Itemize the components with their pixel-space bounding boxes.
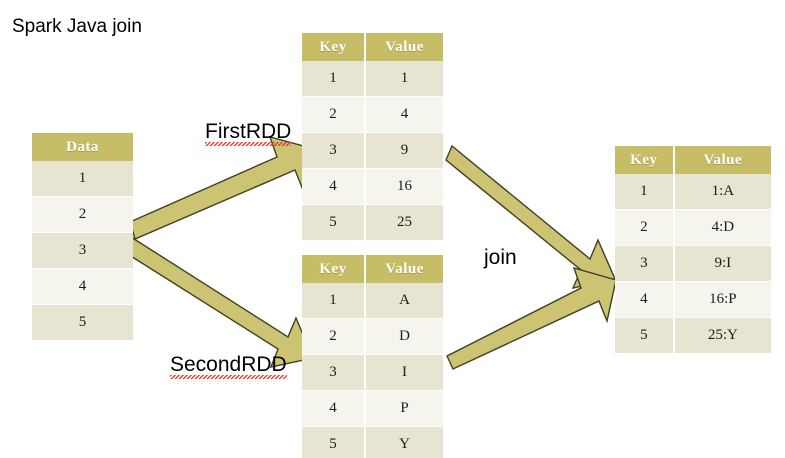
table-row: 2 4:D — [615, 210, 771, 246]
cell-value: 9 — [366, 133, 443, 169]
table-row: 5 — [32, 305, 133, 341]
table-row: 3 9:I — [615, 246, 771, 282]
table-row: 2 — [32, 197, 133, 233]
cell-value: 16 — [366, 169, 443, 205]
table-row: 4 16 — [302, 169, 443, 205]
cell-key: 1 — [302, 61, 367, 97]
page-title: Spark Java join — [12, 16, 142, 37]
header-cell-value: Value — [366, 33, 443, 61]
table-row: 4 16:P — [615, 282, 771, 318]
arrow-first-rdd-to-result — [445, 144, 616, 289]
table-join-result: Key Value 1 1:A 2 4:D 3 9:I 4 16:P 5 25:… — [615, 146, 771, 354]
label-second-rdd-text: SecondRDD — [170, 353, 287, 376]
cell-data-3: 3 — [32, 233, 133, 269]
cell-value: 25:Y — [674, 318, 771, 354]
cell-value: A — [366, 283, 443, 319]
cell-key: 1 — [615, 174, 675, 210]
table-header-row: Key Value — [302, 33, 443, 61]
cell-value: 25 — [366, 205, 443, 241]
header-cell-data: Data — [32, 133, 133, 161]
cell-value: 9:I — [674, 246, 771, 282]
table-row: 2 D — [302, 319, 443, 355]
table-first-rdd: Key Value 1 1 2 4 3 9 4 16 5 25 — [302, 33, 443, 241]
cell-data-5: 5 — [32, 305, 133, 341]
header-cell-key: Key — [302, 255, 367, 283]
table-second-rdd: Key Value 1 A 2 D 3 I 4 P 5 Y — [302, 255, 443, 458]
table-row: 4 — [32, 269, 133, 305]
table-row: 3 I — [302, 355, 443, 391]
cell-value: I — [366, 355, 443, 391]
label-second-rdd: SecondRDD — [170, 353, 287, 377]
label-first-rdd: FirstRDD — [205, 120, 291, 144]
cell-value: 1:A — [674, 174, 771, 210]
table-row: 3 — [32, 233, 133, 269]
table-row: 1 — [32, 161, 133, 197]
label-join: join — [484, 246, 517, 269]
cell-value: 1 — [366, 61, 443, 97]
table-row: 5 25 — [302, 205, 443, 241]
cell-key: 4 — [302, 391, 367, 427]
table-row: 5 Y — [302, 427, 443, 458]
cell-data-1: 1 — [32, 161, 133, 197]
table-header-row: Key Value — [615, 146, 771, 174]
cell-key: 3 — [302, 355, 367, 391]
label-first-rdd-text: FirstRDD — [205, 120, 292, 143]
cell-key: 5 — [302, 205, 367, 241]
table-row: 5 25:Y — [615, 318, 771, 354]
cell-value: 4:D — [674, 210, 771, 246]
cell-value: Y — [366, 427, 443, 458]
cell-key: 2 — [615, 210, 675, 246]
cell-key: 2 — [302, 97, 367, 133]
table-row: 1 1:A — [615, 174, 771, 210]
cell-key: 3 — [302, 133, 367, 169]
cell-key: 3 — [615, 246, 675, 282]
header-cell-key: Key — [615, 146, 675, 174]
cell-key: 4 — [615, 282, 675, 318]
table-data: Data 1 2 3 4 5 — [32, 133, 133, 341]
cell-value: 4 — [366, 97, 443, 133]
cell-key: 5 — [615, 318, 675, 354]
cell-value: D — [366, 319, 443, 355]
arrow-data-to-first-rdd — [129, 135, 312, 240]
table-row: 3 9 — [302, 133, 443, 169]
header-cell-value: Value — [366, 255, 443, 283]
table-row: 1 A — [302, 283, 443, 319]
table-row: 1 1 — [302, 61, 443, 97]
cell-value: 16:P — [674, 282, 771, 318]
cell-data-4: 4 — [32, 269, 133, 305]
cell-key: 5 — [302, 427, 367, 458]
cell-key: 2 — [302, 319, 367, 355]
cell-data-2: 2 — [32, 197, 133, 233]
cell-key: 1 — [302, 283, 367, 319]
table-row: 2 4 — [302, 97, 443, 133]
arrow-data-to-second-rdd — [125, 235, 314, 368]
cell-value: P — [366, 391, 443, 427]
cell-key: 4 — [302, 169, 367, 205]
table-header-row: Key Value — [302, 255, 443, 283]
header-cell-value: Value — [674, 146, 771, 174]
header-cell-key: Key — [302, 33, 367, 61]
table-row: 4 P — [302, 391, 443, 427]
arrow-second-rdd-to-result — [446, 266, 617, 370]
table-header-row: Data — [32, 133, 133, 161]
